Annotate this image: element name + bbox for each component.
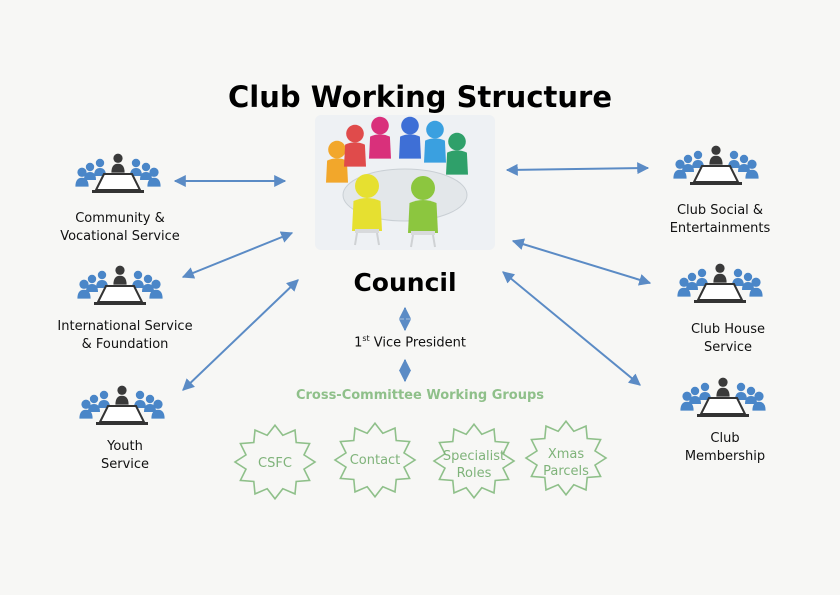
label-line: & Foundation (81, 337, 169, 352)
right-arrow-social (505, 162, 650, 176)
label-line: Club House (690, 322, 766, 337)
working-group-star (233, 423, 317, 501)
group-line: Specialist (442, 449, 506, 464)
meeting-table-icon (680, 377, 766, 417)
label-line: Community & (75, 211, 165, 226)
vice-president-label: 1st Vice President (300, 334, 520, 350)
vp-superscript: st (362, 334, 370, 343)
committee-label-international: International Service & Foundation (45, 318, 205, 354)
chair (411, 231, 435, 235)
working-group-csfc: CSFC (235, 455, 315, 472)
label-line: International Service (57, 319, 193, 334)
page-title: Club Working Structure (228, 80, 612, 114)
vp-text: Vice President (373, 335, 466, 351)
right-arrow-membership (502, 271, 641, 386)
group-line: Contact (349, 453, 401, 468)
council-figure (352, 174, 382, 231)
group-line: Parcels (543, 464, 589, 479)
committee-label-membership: Club Membership (645, 430, 805, 466)
group-line: Roles (456, 466, 492, 481)
label-line: Club (710, 431, 740, 446)
council-figure (399, 116, 421, 159)
working-group-star (432, 422, 516, 500)
group-line: CSFC (258, 456, 292, 471)
meeting-table-icon (77, 265, 163, 305)
committee-label-community: Community & Vocational Service (40, 210, 200, 246)
council-figure (369, 116, 391, 159)
meeting-table-icon (79, 385, 165, 425)
committee-label-youth: Youth Service (45, 438, 205, 474)
council-figure (344, 124, 366, 167)
working-group-star (524, 419, 608, 497)
cross-committee-heading: Cross-Committee Working Groups (295, 388, 545, 403)
left-arrow-international (181, 231, 294, 279)
council-figure (424, 120, 446, 163)
council-figure (326, 140, 348, 183)
council-meeting-illustration (315, 115, 495, 250)
council-figure (408, 176, 438, 233)
meeting-table-icon (677, 263, 763, 303)
committee-label-clubhouse: Club House Service (648, 321, 808, 357)
committee-label-social: Club Social & Entertainments (640, 202, 800, 238)
working-group-contact: Contact (335, 452, 415, 469)
label-line: Entertainments (669, 221, 771, 236)
right-arrow-clubhouse (511, 238, 652, 286)
working-group-xmas: Xmas Parcels (526, 446, 606, 480)
label-line: Vocational Service (60, 229, 180, 244)
left-arrow-youth (182, 279, 299, 391)
label-line: Membership (684, 449, 766, 464)
label-line: Service (703, 340, 753, 355)
council-label: Council (353, 268, 457, 297)
label-line: Youth (107, 439, 143, 454)
label-line: Club Social & (676, 203, 764, 218)
chair (355, 229, 379, 233)
group-line: Xmas (547, 447, 585, 462)
label-line: Service (100, 457, 150, 472)
meeting-table-icon (673, 145, 759, 185)
meeting-table-icon (75, 153, 161, 193)
vp-prefix: 1 (354, 335, 363, 351)
working-group-star (333, 421, 417, 499)
council-figure (446, 132, 468, 175)
working-group-specialist: Specialist Roles (434, 448, 514, 482)
